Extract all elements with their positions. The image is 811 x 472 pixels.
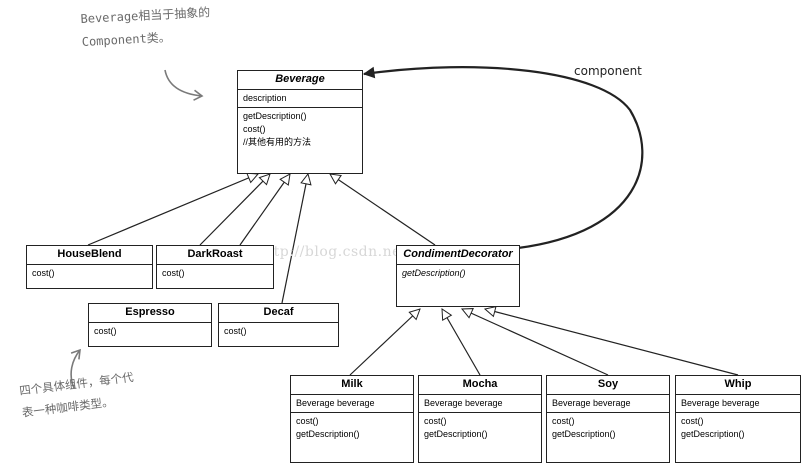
attribute: Beverage beverage	[552, 398, 631, 408]
methods-section: cost() getDescription()	[676, 413, 800, 443]
methods-section: cost() getDescription()	[291, 413, 413, 443]
methods-section: cost()	[157, 265, 273, 282]
method: getDescription()	[296, 429, 360, 439]
attributes-section: Beverage beverage	[291, 395, 413, 413]
attributes-section: Beverage beverage	[419, 395, 541, 413]
inherit-espresso	[239, 174, 290, 246]
method: getDescription()	[552, 429, 616, 439]
class-name: DarkRoast	[157, 246, 273, 265]
class-beverage: Beverage description getDescription() co…	[237, 70, 363, 174]
inherit-mocha	[442, 309, 481, 376]
method: cost()	[243, 124, 266, 134]
method: getDescription()	[681, 429, 745, 439]
attribute: Beverage beverage	[681, 398, 760, 408]
class-name: Decaf	[219, 304, 338, 323]
class-darkroast: DarkRoast cost()	[156, 245, 274, 289]
method: cost()	[681, 416, 704, 426]
class-name: Mocha	[419, 376, 541, 395]
note-bottom-arrow	[70, 348, 81, 389]
class-mocha: Mocha Beverage beverage cost() getDescri…	[418, 375, 542, 463]
class-name: HouseBlend	[27, 246, 152, 265]
component-association-label: component	[574, 64, 642, 78]
class-name: Whip	[676, 376, 800, 395]
methods-section: getDescription() cost() //其他有用的方法	[238, 108, 362, 151]
inherit-milk	[349, 309, 420, 376]
method: getDescription()	[243, 111, 307, 121]
class-name: Soy	[547, 376, 669, 395]
class-espresso: Espresso cost()	[88, 303, 212, 347]
inherit-whip	[485, 309, 739, 376]
note-top-arrow	[164, 69, 204, 101]
method: cost()	[296, 416, 319, 426]
method: getDescription()	[424, 429, 488, 439]
class-name: Beverage	[238, 71, 362, 90]
method: cost()	[162, 268, 185, 278]
inherit-soy	[462, 309, 609, 376]
methods-section: cost()	[219, 323, 338, 340]
attributes-section: Beverage beverage	[676, 395, 800, 413]
method: cost()	[424, 416, 447, 426]
attribute: Beverage beverage	[296, 398, 375, 408]
class-soy: Soy Beverage beverage cost() getDescript…	[546, 375, 670, 463]
note-abstract-component: Beverage相当于抽象的 Component类。	[80, 1, 212, 54]
class-whip: Whip Beverage beverage cost() getDescrip…	[675, 375, 801, 463]
methods-section: cost()	[27, 265, 152, 282]
attribute: Beverage beverage	[424, 398, 503, 408]
methods-section: getDescription()	[397, 265, 519, 282]
methods-section: cost() getDescription()	[419, 413, 541, 443]
class-houseblend: HouseBlend cost()	[26, 245, 153, 289]
class-decaf: Decaf cost()	[218, 303, 339, 347]
inherit-darkroast	[199, 174, 270, 246]
attribute: description	[243, 93, 287, 103]
class-milk: Milk Beverage beverage cost() getDescrip…	[290, 375, 414, 463]
method: cost()	[224, 326, 247, 336]
method: getDescription()	[402, 268, 466, 278]
method: cost()	[32, 268, 55, 278]
attributes-section: description	[238, 90, 362, 108]
attributes-section: Beverage beverage	[547, 395, 669, 413]
inherit-condiment-decorator	[330, 174, 436, 246]
class-condiment-decorator: CondimentDecorator getDescription()	[396, 245, 520, 307]
methods-section: cost()	[89, 323, 211, 340]
method: //其他有用的方法	[243, 137, 312, 147]
inherit-houseblend	[87, 174, 258, 246]
component-association	[364, 66, 644, 250]
methods-section: cost() getDescription()	[547, 413, 669, 443]
method: cost()	[552, 416, 575, 426]
method: cost()	[94, 326, 117, 336]
class-name: CondimentDecorator	[397, 246, 519, 265]
inherit-decaf	[281, 174, 308, 304]
class-name: Milk	[291, 376, 413, 395]
class-name: Espresso	[89, 304, 211, 323]
